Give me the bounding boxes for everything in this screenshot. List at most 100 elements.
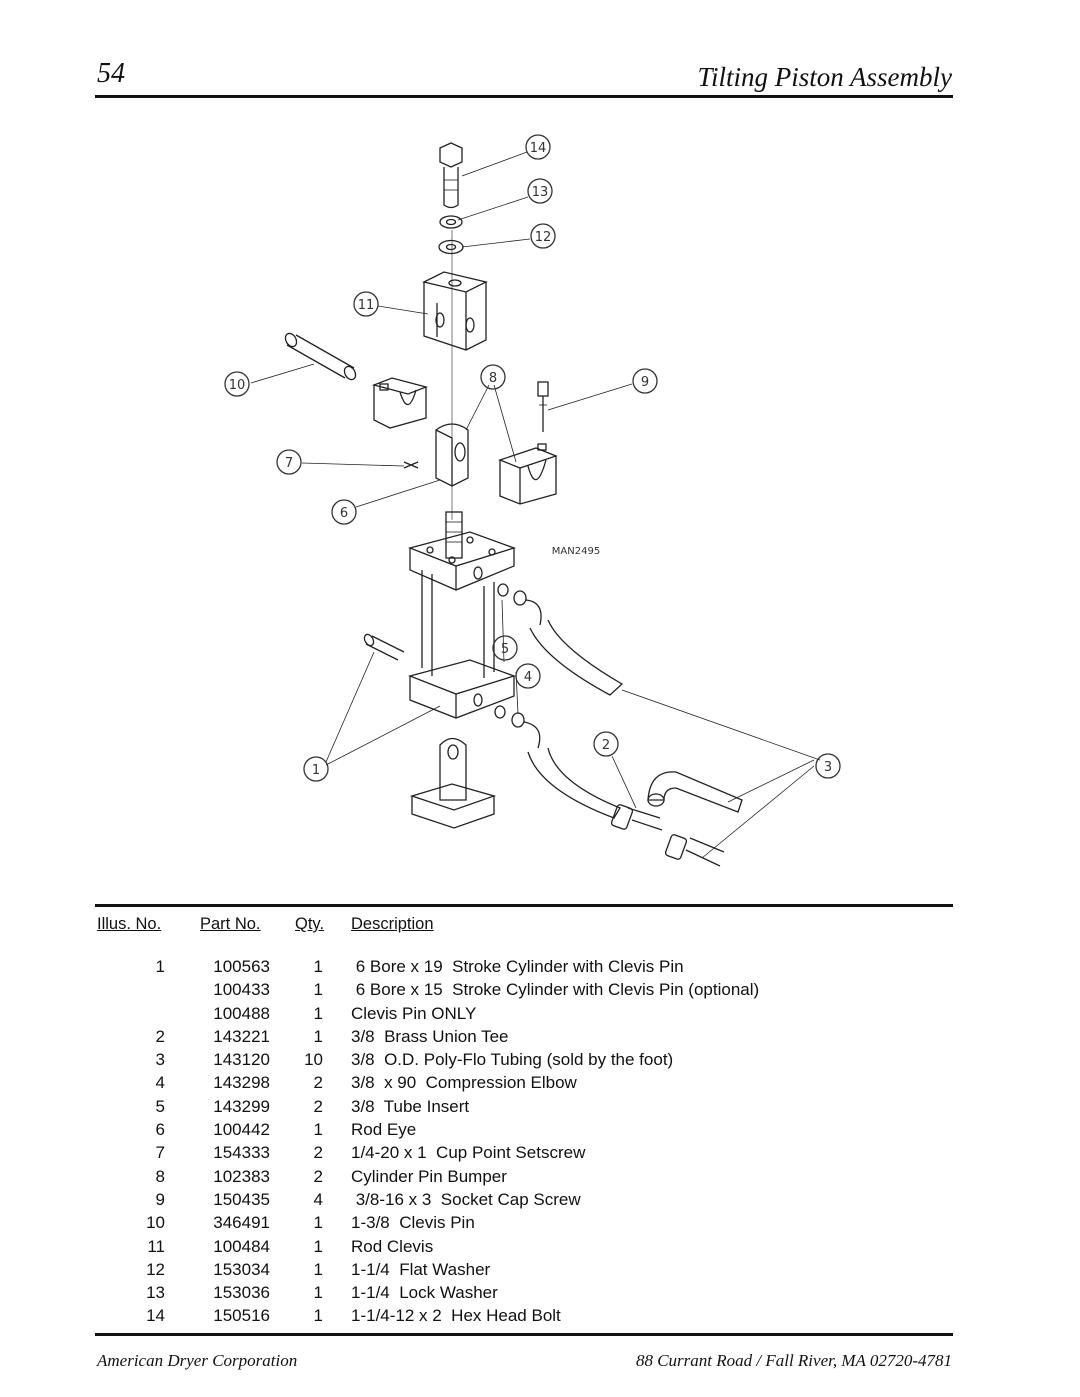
clevis-pin xyxy=(284,332,357,381)
callout-10: 10 xyxy=(224,371,250,397)
part-no-cell: 143299 xyxy=(213,1096,270,1116)
illus-no-cell: 10 xyxy=(146,1213,165,1233)
description-cell: 1-1/4-12 x 2 Hex Head Bolt xyxy=(351,1306,561,1326)
rod-clevis xyxy=(422,271,488,351)
illus-no-cell: 2 xyxy=(155,1026,165,1046)
qty-cell: 1 xyxy=(313,1026,323,1046)
description-cell: Cylinder Pin Bumper xyxy=(351,1166,507,1186)
air-cylinder xyxy=(407,531,517,719)
qty-cell: 1 xyxy=(313,1283,323,1303)
callout-11: 11 xyxy=(353,291,379,317)
illus-no-cell: 14 xyxy=(146,1306,165,1326)
description-cell: 3/8-16 x 3 Socket Cap Screw xyxy=(351,1189,581,1209)
table-row: 10 346491 1 1-3/8 Clevis Pin xyxy=(95,1213,953,1236)
qty-cell: 1 xyxy=(313,980,323,1000)
exploded-assembly-drawing: 14 13 12 11 10 8 9 7 6 5 4 2 3 1 MAN2495 xyxy=(224,134,841,867)
cylinder-clevis-pin xyxy=(363,633,405,661)
lock-washer xyxy=(439,215,463,229)
part-no-cell: 100442 xyxy=(213,1120,270,1140)
svg-text:14: 14 xyxy=(530,141,547,156)
callout-12: 12 xyxy=(530,223,556,249)
header-qty: Qty. xyxy=(295,915,325,933)
table-row: 13 153036 1 1-1/4 Lock Washer xyxy=(95,1283,953,1306)
svg-text:8: 8 xyxy=(489,371,497,386)
qty-cell: 1 xyxy=(313,957,323,976)
part-no-cell: 153036 xyxy=(213,1283,270,1303)
description-cell: 1-3/8 Clevis Pin xyxy=(351,1213,475,1233)
qty-cell: 1 xyxy=(313,1306,323,1326)
qty-cell: 2 xyxy=(313,1096,323,1116)
callout-8: 8 xyxy=(480,364,506,390)
part-no-cell: 143120 xyxy=(213,1050,270,1070)
description-cell: 3/8 Tube Insert xyxy=(351,1096,470,1116)
illus-no-cell: 3 xyxy=(155,1050,165,1070)
illus-no-cell: 8 xyxy=(155,1166,165,1186)
illus-no-cell: 13 xyxy=(146,1283,165,1303)
qty-cell: 2 xyxy=(313,1166,323,1186)
part-no-cell: 143298 xyxy=(213,1073,270,1093)
part-no-cell: 100484 xyxy=(213,1236,270,1256)
qty-cell: 1 xyxy=(313,1213,323,1233)
qty-cell: 10 xyxy=(304,1050,323,1070)
description-cell: 1-1/4 Lock Washer xyxy=(351,1283,498,1303)
part-no-cell: 102383 xyxy=(213,1166,270,1186)
illus-no-cell: 5 xyxy=(155,1096,165,1116)
cylinder-pin-bumper-left xyxy=(371,377,429,429)
svg-text:7: 7 xyxy=(285,456,293,471)
description-cell: 6 Bore x 19 Stroke Cylinder with Clevis … xyxy=(351,957,684,976)
part-no-cell: 346491 xyxy=(213,1213,270,1233)
svg-text:5: 5 xyxy=(501,642,509,657)
description-cell: Clevis Pin ONLY xyxy=(351,1003,477,1023)
callout-5: 5 xyxy=(492,635,518,661)
svg-text:13: 13 xyxy=(532,185,549,200)
tubing-upper xyxy=(529,619,624,696)
illus-no-cell: 12 xyxy=(146,1259,165,1279)
svg-text:12: 12 xyxy=(535,230,552,245)
description-cell: 1-1/4 Flat Washer xyxy=(351,1259,491,1279)
part-no-cell: 154333 xyxy=(213,1143,270,1163)
flat-washer xyxy=(438,239,464,255)
fittings-bottom xyxy=(494,705,541,749)
table-row: 8 102383 2 Cylinder Pin Bumper xyxy=(95,1167,953,1190)
part-no-cell: 153034 xyxy=(213,1259,270,1279)
svg-text:1: 1 xyxy=(312,763,320,778)
callout-9: 9 xyxy=(632,368,658,394)
header-rule xyxy=(95,95,953,98)
description-cell: 3/8 Brass Union Tee xyxy=(351,1026,509,1046)
description-cell: 3/8 x 90 Compression Elbow xyxy=(351,1073,577,1093)
callout-7: 7 xyxy=(276,449,302,475)
hex-head-bolt xyxy=(439,142,463,209)
callout-2: 2 xyxy=(593,731,619,757)
page-number: 54 xyxy=(97,58,125,89)
page-title: Tilting Piston Assembly xyxy=(697,62,952,92)
callout-6: 6 xyxy=(331,499,357,525)
header-description: Description xyxy=(351,915,434,933)
qty-cell: 1 xyxy=(313,1003,323,1023)
qty-cell: 1 xyxy=(313,1236,323,1256)
header-illus-no: Illus. No. xyxy=(97,915,162,933)
table-row: 5 143299 2 3/8 Tube Insert xyxy=(95,1097,953,1120)
description-cell: Rod Eye xyxy=(351,1120,417,1140)
socket-cap-screw xyxy=(537,381,549,432)
leader-lines xyxy=(250,151,815,859)
qty-cell: 4 xyxy=(313,1189,323,1209)
illus-no-cell: 6 xyxy=(155,1120,165,1140)
fittings-top xyxy=(497,583,542,626)
svg-text:9: 9 xyxy=(641,375,649,390)
svg-text:11: 11 xyxy=(358,298,375,313)
description-cell: Rod Clevis xyxy=(351,1236,434,1256)
table-rule xyxy=(95,904,953,907)
qty-cell: 2 xyxy=(313,1143,323,1163)
callout-1: 1 xyxy=(303,756,329,782)
union-tee xyxy=(610,771,743,867)
tubing-lower xyxy=(527,747,621,819)
